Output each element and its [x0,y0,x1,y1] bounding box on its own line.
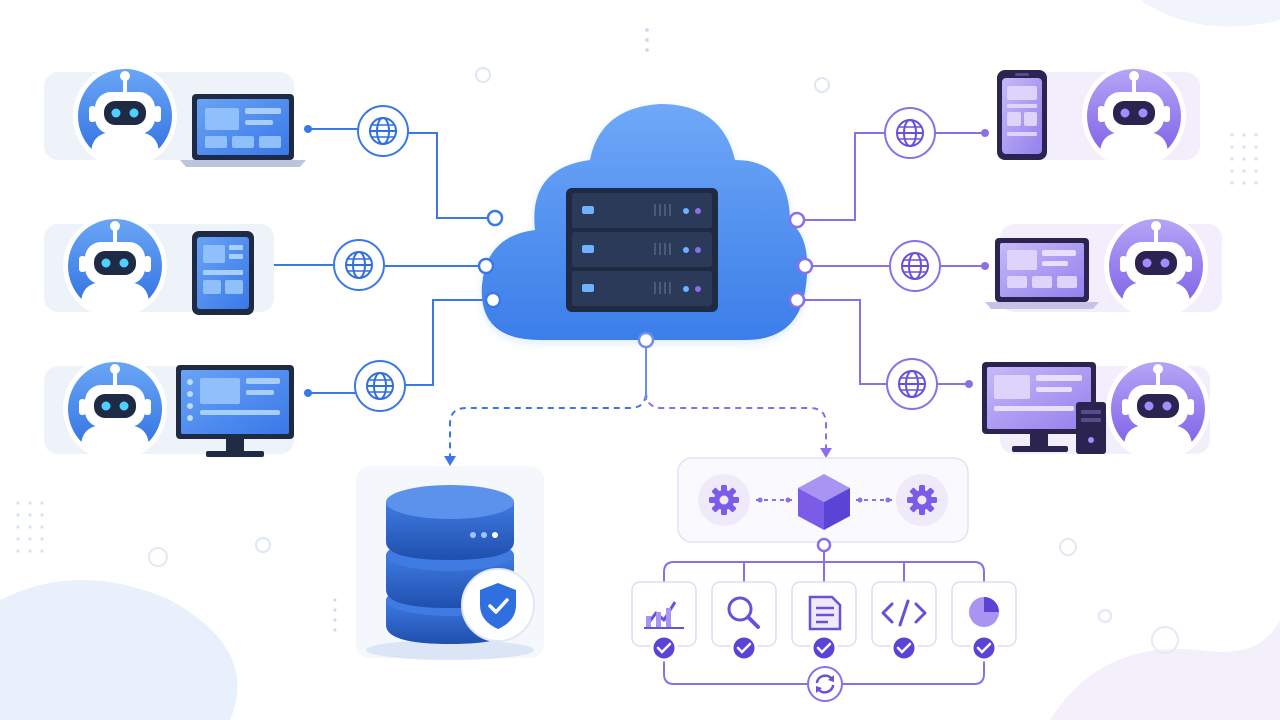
laptop-icon [180,94,306,167]
robot-client-4 [1082,64,1186,168]
connection-dots-right [965,129,989,388]
task-pie [951,581,1017,662]
task-search [711,581,777,662]
pipeline-port [816,537,832,553]
globe-icon [886,358,938,410]
shield-check-icon [461,568,535,642]
pie-chart-icon [969,597,999,627]
monitor-icon [176,365,294,457]
task-code [871,581,937,662]
globe-icon [354,360,406,412]
task-chart [631,581,697,662]
globe-icon [889,240,941,292]
globe-icons [333,105,941,412]
robot-client-2 [63,214,167,318]
code-icon [881,599,927,627]
arrow-down-pipeline [820,448,832,458]
cube-icon [798,474,850,530]
robot-client-1 [73,64,177,168]
check-icon [890,634,918,662]
check-icon [730,634,758,662]
arrow-down-db [444,456,456,466]
search-icon [727,596,760,629]
desktop-icon [982,362,1106,454]
sync-icon [807,666,843,702]
connections-right [797,132,985,385]
gear-icon [698,474,750,526]
robot-client-6 [1106,357,1210,461]
task-document [791,581,857,662]
chart-icon [644,601,684,629]
laptop-icon [985,238,1099,309]
server-unit-3 [572,271,712,306]
connections-left [266,128,495,394]
connections-down [449,340,827,456]
document-icon [808,595,842,631]
check-icon [650,634,678,662]
check-icon [970,634,998,662]
server-unit-1 [572,193,712,228]
cloud-ports [477,209,814,349]
pipeline-connector-dots [757,497,891,503]
tablet-icon [192,231,254,315]
gear-icon [896,474,948,526]
globe-icon [884,107,936,159]
server-rack [566,188,718,312]
phone-icon [997,70,1047,160]
globe-icon [333,239,385,291]
server-unit-2 [572,232,712,267]
robot-client-5 [1104,214,1208,318]
robot-client-3 [63,357,167,461]
check-icon [810,634,838,662]
globe-icon [357,105,409,157]
task-tree-lines [663,542,985,685]
